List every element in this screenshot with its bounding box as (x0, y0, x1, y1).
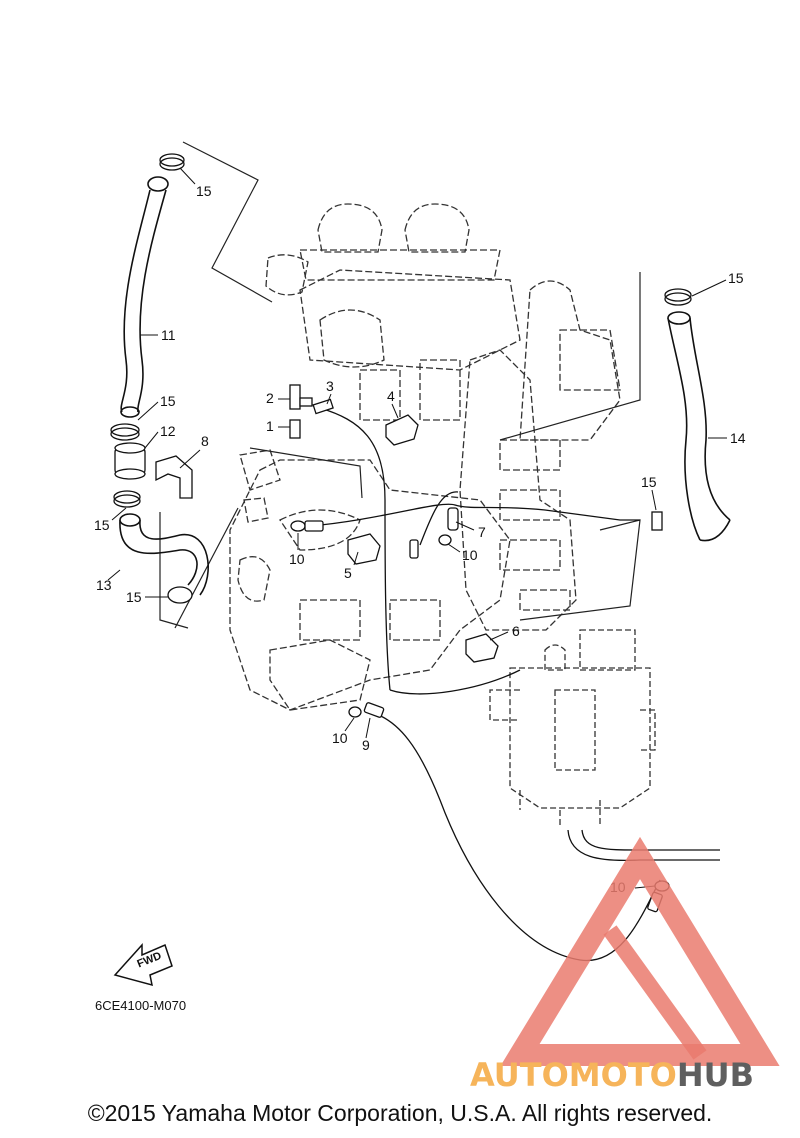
hose-13 (119, 513, 209, 596)
callout-15: 15 (641, 474, 657, 490)
engine-block-outline (229, 203, 621, 711)
copyright-notice: ©2015 Yamaha Motor Corporation, U.S.A. A… (87, 1100, 713, 1126)
fwd-arrow-icon: FWD (113, 943, 173, 987)
callout-1: 1 (266, 418, 274, 434)
callout-8: 8 (201, 433, 209, 449)
fuel-pump-unit-outline (489, 629, 656, 825)
callout-15: 15 (160, 393, 176, 409)
callout-9: 9 (362, 737, 370, 753)
hose-14 (667, 311, 731, 542)
small-parts (110, 153, 692, 913)
callout-15: 15 (126, 589, 142, 605)
callout-7: 7 (478, 524, 486, 540)
svg-text:AUTOMOTOHUB: AUTOMOTOHUB (470, 1056, 754, 1094)
hose-11 (120, 176, 169, 418)
logo-text-automoto: AUTOMOTO (470, 1056, 677, 1094)
callout-leaders (107, 167, 727, 889)
callout-11: 11 (161, 327, 176, 343)
callout-2: 2 (266, 390, 274, 406)
callout-12: 12 (160, 423, 176, 439)
callout-10: 10 (289, 551, 305, 567)
callout-5: 5 (344, 565, 352, 581)
part-code: 6CE4100-M070 (95, 998, 186, 1013)
callout-10: 10 (462, 547, 478, 563)
callout-6: 6 (512, 623, 520, 639)
callout-15: 15 (728, 270, 744, 286)
callout-13: 13 (96, 577, 112, 593)
callout-3: 3 (326, 378, 334, 394)
callout-15: 15 (94, 517, 110, 533)
callout-10: 10 (332, 730, 348, 746)
logo-text-hub: HUB (677, 1056, 754, 1094)
leader-frames (159, 141, 641, 629)
callout-14: 14 (730, 430, 746, 446)
callout-labels: 15 11 15 12 8 15 13 15 2 1 3 4 10 5 7 10… (94, 183, 746, 895)
automotohub-logo: AUTOMOTOHUB (470, 836, 780, 1094)
callout-4: 4 (387, 388, 395, 404)
callout-15: 15 (196, 183, 212, 199)
